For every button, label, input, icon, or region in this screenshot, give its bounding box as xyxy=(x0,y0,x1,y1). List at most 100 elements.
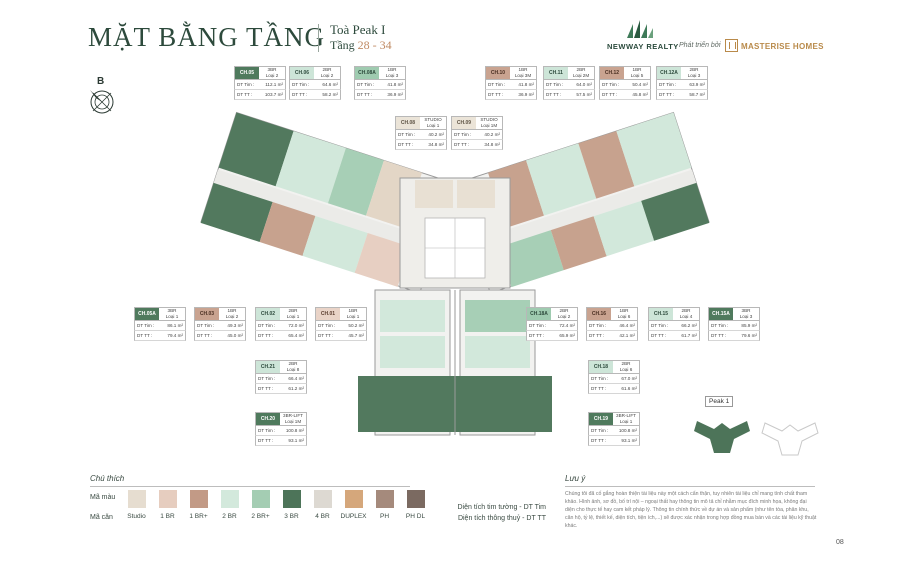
unit-area-tim-row: DT Tim :40.2 m² xyxy=(451,130,503,140)
legend-item: 2 BR xyxy=(217,490,242,520)
unit-type: 1BR xyxy=(227,308,237,314)
unit-area-tim-row: DT Tim : 41.8 m² xyxy=(354,80,406,90)
dt-tim-label: DT Tim : xyxy=(454,132,472,137)
floor-prefix: Tầng xyxy=(330,38,355,52)
page-number: 08 xyxy=(836,539,844,546)
unit-loai: Loại 4 xyxy=(679,314,693,319)
unit-area-tim-row: DT Tim :46.4 m² xyxy=(586,321,638,331)
dt-tim-label: DT Tim : xyxy=(357,82,375,87)
legend-item-name: 4 BR xyxy=(315,513,330,520)
title-divider xyxy=(318,24,319,52)
unit-loai: Loại 2M xyxy=(572,73,590,78)
legend-title: Chú thích xyxy=(90,474,125,483)
area-note-tim: Diện tích tim tường - DT Tim xyxy=(457,504,547,511)
dt-tt-label: DT TT : xyxy=(651,333,667,338)
compass: B xyxy=(84,76,120,116)
unit-area-tt-row: DT TT :79.6 m² xyxy=(708,331,760,341)
dt-tim-value: 72.4 m² xyxy=(559,323,575,328)
dt-tt-value: 45.7 m² xyxy=(348,333,364,338)
unit-type: 1BR xyxy=(619,308,629,314)
unit-loai: Loại 1M xyxy=(480,123,498,128)
legend-item: PH xyxy=(372,490,397,520)
legend-item: DUPLEX xyxy=(340,490,367,520)
unit-area-tim-row: DT Tim :66.2 m² xyxy=(648,321,700,331)
legend-item: PH DL xyxy=(403,490,428,520)
dt-tim-value: 50.4 m² xyxy=(632,82,648,87)
legend-item: 1 BR xyxy=(155,490,180,520)
unit-code: CH.03 xyxy=(195,308,219,320)
legend-swatch xyxy=(220,490,239,508)
unit-code: CH.08 xyxy=(396,117,420,129)
unit-type: 1BR xyxy=(387,67,397,73)
unit-code: CH.16 xyxy=(587,308,611,320)
dt-tt-value: 36.9 m² xyxy=(387,92,403,97)
unit-area-tim-row: DT Tim :72.0 m² xyxy=(255,321,307,331)
unit-area-tt-row: DT TT :58.2 m² xyxy=(289,90,341,100)
dt-tim-value: 41.8 m² xyxy=(387,82,403,87)
unit-area-tt-row: DT TT :65.9 m² xyxy=(526,331,578,341)
unit-code: CH.18 xyxy=(589,361,613,373)
dt-tt-label: DT TT : xyxy=(258,438,274,443)
dt-tt-label: DT TT : xyxy=(659,92,675,97)
dt-tt-value: 36.9 m² xyxy=(518,92,534,97)
unit-loai: Loại 1M xyxy=(284,419,302,424)
unit-area-tim-row: DT Tim :66.4 m² xyxy=(255,374,307,384)
legend-item-name: DUPLEX xyxy=(340,513,367,520)
unit-code: CH.12 xyxy=(600,67,624,79)
dt-tim-value: 85.9 m² xyxy=(741,323,757,328)
area-notes: Diện tích tim tường - DT Tim Diện tích t… xyxy=(450,502,547,524)
dt-tt-label: DT TT : xyxy=(258,386,274,391)
unit-loai: Loại 2 xyxy=(320,73,334,78)
dt-tim-label: DT Tim : xyxy=(197,323,215,328)
newway-logo-icon xyxy=(627,20,653,38)
dt-tim-label: DT Tim : xyxy=(546,82,564,87)
dt-tim-label: DT Tim : xyxy=(589,323,607,328)
unit-area-tim-row: DT Tim :50.2 m² xyxy=(315,321,367,331)
unit-loai: Loại 3 xyxy=(739,314,753,319)
unit-area-tt-row: DT TT :79.4 m² xyxy=(134,331,186,341)
floor-plan-drawing xyxy=(200,111,710,436)
legend-item-name: PH DL xyxy=(405,513,426,520)
legend-divider xyxy=(90,486,410,487)
unit-type: 2BR xyxy=(288,308,298,314)
dt-tt-value: 61.2 m² xyxy=(288,386,304,391)
developer-name: NEWWAY REALTY xyxy=(607,42,679,51)
unit-area-tim-row: DT Tim :85.9 m² xyxy=(708,321,760,331)
unit-area-tim-row: DT Tim :40.2 m² xyxy=(395,130,447,140)
legend-item: 3 BR xyxy=(279,490,304,520)
dt-tim-label: DT Tim : xyxy=(398,132,416,137)
unit-loai: Loại 2 xyxy=(557,314,571,319)
dt-tim-label: DT Tim : xyxy=(137,323,155,328)
unit-area-tt-row: DT TT :93.1 m² xyxy=(588,436,640,446)
unit-code: CH.15A xyxy=(709,308,733,320)
unit-loai: Loại 3 xyxy=(687,73,701,78)
unit-type: STUDIO xyxy=(480,117,498,123)
dt-tt-label: DT TT : xyxy=(711,333,727,338)
unit-area-tim-row: DT Tim :100.8 m² xyxy=(255,426,307,436)
legend-swatch xyxy=(127,490,146,508)
dt-tt-value: 45.8 m² xyxy=(632,92,648,97)
